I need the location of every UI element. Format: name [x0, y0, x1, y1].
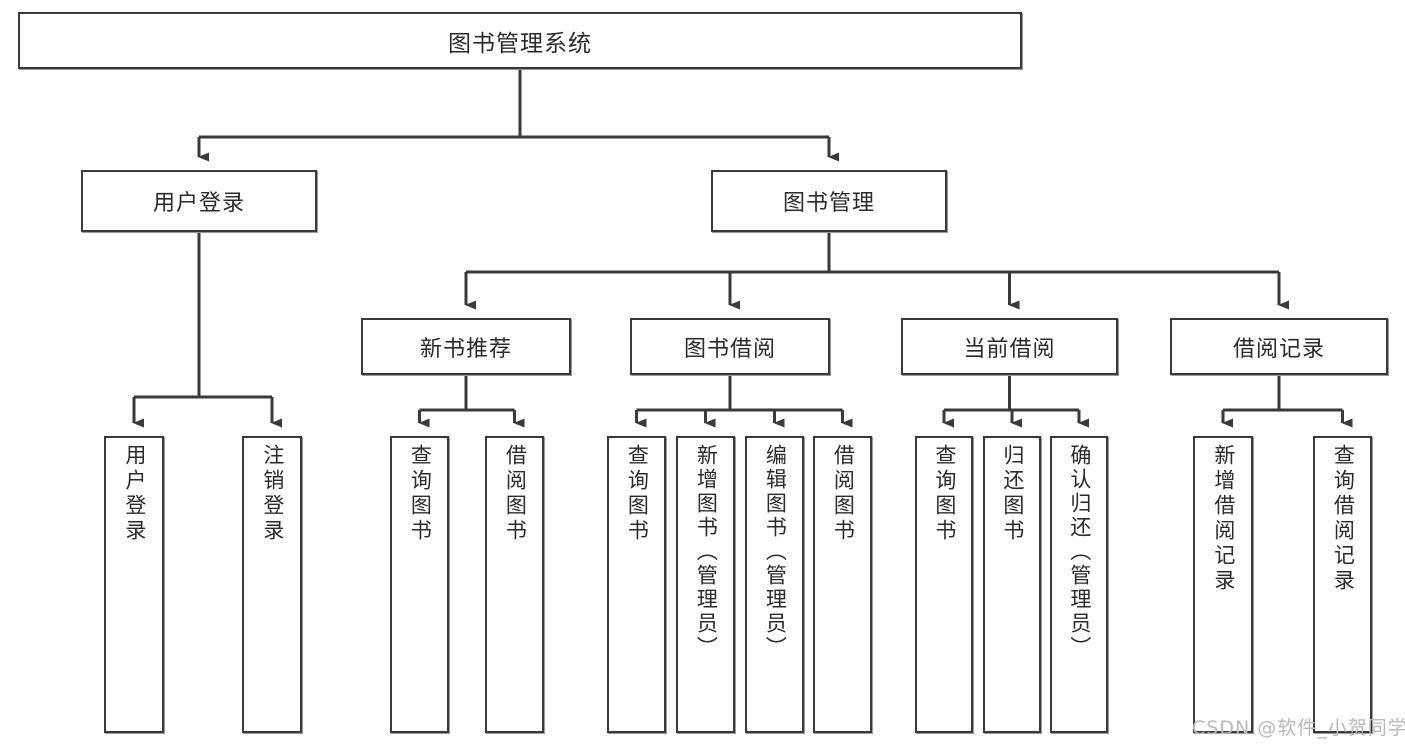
node-leaf-查询图书[interactable]: 查询图书	[915, 436, 973, 733]
node-leaf-查询借阅记录[interactable]: 查询借阅记录	[1313, 436, 1372, 733]
node-leaf-用户登录[interactable]: 用户登录	[104, 436, 164, 733]
node-leaf-归还图书[interactable]: 归还图书	[983, 436, 1041, 733]
node-label: 查询图书	[932, 444, 957, 544]
node-label: 新书推荐	[419, 336, 512, 362]
node-label: 编辑图书（管理员）	[763, 444, 788, 660]
node-label: 查询图书	[625, 444, 650, 544]
csdn-watermark: CSDN @软件_小贺同学	[1192, 717, 1405, 739]
node-root-图书管理系统[interactable]: 图书管理系统	[18, 12, 1022, 69]
node-label: 借阅图书	[831, 444, 856, 544]
node-leaf-注销登录[interactable]: 注销登录	[242, 436, 302, 733]
node-leaf-确认归还管理员[interactable]: 确认归还（管理员）	[1050, 436, 1108, 733]
node-label: 图书管理	[782, 191, 875, 216]
node-label: 借阅记录	[1232, 336, 1325, 362]
node-label: 归还图书	[1000, 444, 1025, 544]
node-leaf-新增借阅记录[interactable]: 新增借阅记录	[1193, 436, 1253, 733]
node-level3-当前借阅[interactable]: 当前借阅	[901, 318, 1118, 375]
node-label: 查询借阅记录	[1331, 444, 1356, 594]
node-label: 图书管理系统	[448, 30, 592, 57]
node-label: 注销登录	[260, 444, 285, 544]
node-level3-图书借阅[interactable]: 图书借阅	[630, 318, 830, 375]
node-label: 新增借阅记录	[1211, 444, 1236, 594]
node-leaf-新增图书管理员[interactable]: 新增图书（管理员）	[676, 436, 735, 733]
node-label: 新增图书（管理员）	[694, 444, 719, 660]
node-leaf-查询图书[interactable]: 查询图书	[390, 436, 449, 733]
node-label: 借阅图书	[503, 444, 528, 544]
node-leaf-借阅图书[interactable]: 借阅图书	[485, 436, 544, 733]
node-level3-新书推荐[interactable]: 新书推荐	[361, 318, 571, 375]
node-leaf-查询图书[interactable]: 查询图书	[607, 436, 666, 733]
node-level2-图书管理[interactable]: 图书管理	[711, 170, 947, 232]
node-label: 用户登录	[152, 191, 245, 216]
node-level3-借阅记录[interactable]: 借阅记录	[1170, 318, 1388, 375]
node-label: 用户登录	[122, 444, 147, 544]
node-leaf-编辑图书管理员[interactable]: 编辑图书（管理员）	[745, 436, 804, 733]
node-label: 图书借阅	[683, 336, 776, 362]
node-level2-用户登录[interactable]: 用户登录	[81, 170, 317, 232]
node-label: 当前借阅	[963, 336, 1056, 362]
node-leaf-借阅图书[interactable]: 借阅图书	[813, 436, 872, 733]
node-label: 确认归还（管理员）	[1067, 444, 1092, 660]
node-label: 查询图书	[408, 444, 433, 544]
